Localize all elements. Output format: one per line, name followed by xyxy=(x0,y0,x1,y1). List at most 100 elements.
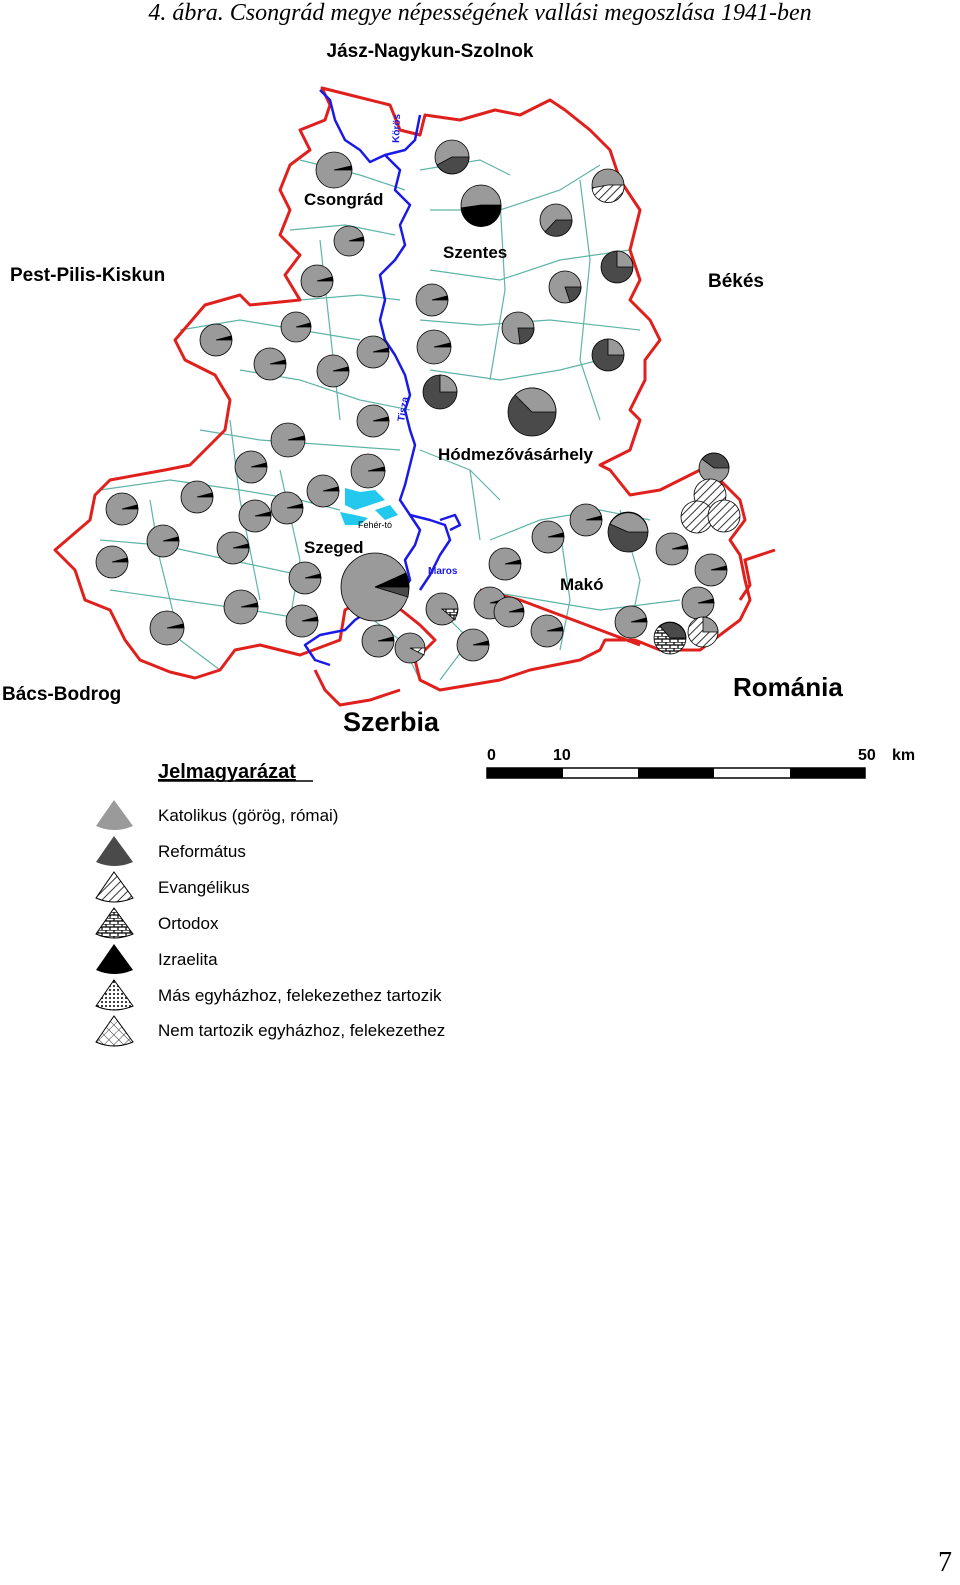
maros-river xyxy=(409,513,462,591)
city-label-szeged: Szeged xyxy=(304,538,364,557)
pie-chart xyxy=(531,520,565,554)
legend-label: Nem tartozik egyházhoz, felekezethez xyxy=(158,1021,445,1040)
pie-chart xyxy=(285,604,319,638)
scale-unit: km xyxy=(892,747,915,764)
pie-chart xyxy=(707,499,741,533)
city-label-csongrad: Csongrád xyxy=(304,190,383,209)
pie-chart xyxy=(356,335,390,369)
pie-chart xyxy=(493,596,525,628)
pie-chart xyxy=(95,545,129,579)
pie-charts xyxy=(95,139,741,664)
pie-chart xyxy=(238,499,272,533)
lake-label: Fehér-tó xyxy=(358,520,392,530)
legend-label: Ortodox xyxy=(158,914,219,933)
pie-chart xyxy=(316,354,350,388)
pie-chart xyxy=(422,374,458,410)
pie-chart xyxy=(149,610,185,646)
pie-chart xyxy=(394,632,426,664)
pie-chart xyxy=(539,203,573,237)
neighbor-east: Békés xyxy=(708,271,764,292)
figure-caption: 4. ábra. Csongrád megye népességének val… xyxy=(148,0,812,26)
neighbor-south: Szerbia xyxy=(343,707,440,737)
scale-bar: 0 10 50 km xyxy=(486,747,915,779)
legend-item-reformatus: Református xyxy=(96,836,246,866)
legend-label: Katolikus (görög, római) xyxy=(158,806,338,825)
neighbor-southeast: Románia xyxy=(733,672,843,702)
legend-title: Jelmagyarázat xyxy=(158,761,296,783)
city-label-mako: Makó xyxy=(560,575,603,594)
pie-chart xyxy=(488,547,522,581)
legend-label: Más egyházhoz, felekezethez tartozik xyxy=(158,986,442,1005)
pie-chart xyxy=(270,491,304,525)
legend-item-izraelita: Izraelita xyxy=(96,944,218,974)
scale-label-10: 10 xyxy=(553,747,571,764)
neighbor-southwest: Bács-Bodrog xyxy=(2,684,121,705)
legend-item-nem: Nem tartozik egyházhoz, felekezethez xyxy=(95,1015,445,1047)
pie-chart xyxy=(333,225,365,257)
pie-chart xyxy=(600,250,634,284)
pie-chart xyxy=(416,329,452,365)
pie-chart xyxy=(653,621,687,655)
pie-chart xyxy=(199,323,233,357)
scale-label-50: 50 xyxy=(858,747,876,764)
southern-outer-border xyxy=(313,548,776,707)
pie-chart xyxy=(694,553,728,587)
river-label-koros: Körös xyxy=(391,113,403,143)
river-label-maros: Maros xyxy=(428,566,458,577)
pie-chart xyxy=(591,338,625,372)
pie-chart xyxy=(216,531,250,565)
religion-map: Jász-Nagykun-Szolnok Pest-Pilis-Kiskun B… xyxy=(2,41,915,1047)
pie-chart xyxy=(350,453,386,489)
pie-chart xyxy=(288,561,322,595)
pie-chart xyxy=(223,589,259,625)
pie-chart xyxy=(415,283,449,317)
pie-chart-szeged xyxy=(340,552,410,622)
pie-chart xyxy=(425,592,459,626)
river-label-tisza: Tisza xyxy=(396,396,411,423)
feherto-lake xyxy=(340,488,398,525)
legend: Jelmagyarázat Katolikus (görög, római) R… xyxy=(95,761,445,1047)
pie-chart xyxy=(253,347,287,381)
county-border xyxy=(53,86,752,692)
pie-chart xyxy=(280,311,312,343)
pie-chart xyxy=(548,270,582,304)
pie-chart xyxy=(306,474,340,508)
city-label-hodmezovasarhely: Hódmezővásárhely xyxy=(438,445,593,464)
pie-chart xyxy=(569,503,603,537)
pie-chart xyxy=(681,586,715,620)
legend-label: Izraelita xyxy=(158,950,218,969)
pie-chart xyxy=(460,184,502,227)
pie-chart xyxy=(607,511,649,553)
pie-chart xyxy=(270,422,306,458)
pie-chart xyxy=(105,492,139,526)
pie-chart xyxy=(530,614,564,648)
legend-label: Református xyxy=(158,842,246,861)
city-label-szentes: Szentes xyxy=(443,243,507,262)
pie-chart xyxy=(614,605,648,639)
legend-item-mas: Más egyházhoz, felekezethez tartozik xyxy=(95,979,442,1011)
pie-chart xyxy=(361,624,395,658)
pie-chart xyxy=(655,532,689,566)
neighbor-west: Pest-Pilis-Kiskun xyxy=(10,265,165,286)
scale-label-0: 0 xyxy=(487,747,496,764)
legend-item-ortodox: Ortodox xyxy=(95,907,219,939)
legend-item-katolikus: Katolikus (görög, római) xyxy=(96,800,338,830)
pie-chart xyxy=(456,628,490,662)
koros-river xyxy=(319,89,422,164)
pie-chart xyxy=(315,151,353,189)
pie-chart-hodmezovasarhely xyxy=(507,387,557,437)
page-number: 7 xyxy=(938,1547,952,1578)
pie-chart xyxy=(300,264,334,298)
pie-chart xyxy=(687,616,719,648)
pie-chart xyxy=(180,480,214,514)
legend-label: Evangélikus xyxy=(158,878,250,897)
pie-chart xyxy=(434,139,470,175)
legend-item-evangelikus: Evangélikus xyxy=(95,871,250,903)
pie-chart xyxy=(146,524,180,558)
pie-chart xyxy=(356,404,390,438)
pie-chart xyxy=(501,311,535,345)
pie-chart xyxy=(698,452,730,484)
pie-chart xyxy=(591,168,625,203)
pie-chart xyxy=(234,450,268,484)
neighbor-north: Jász-Nagykun-Szolnok xyxy=(327,41,534,62)
